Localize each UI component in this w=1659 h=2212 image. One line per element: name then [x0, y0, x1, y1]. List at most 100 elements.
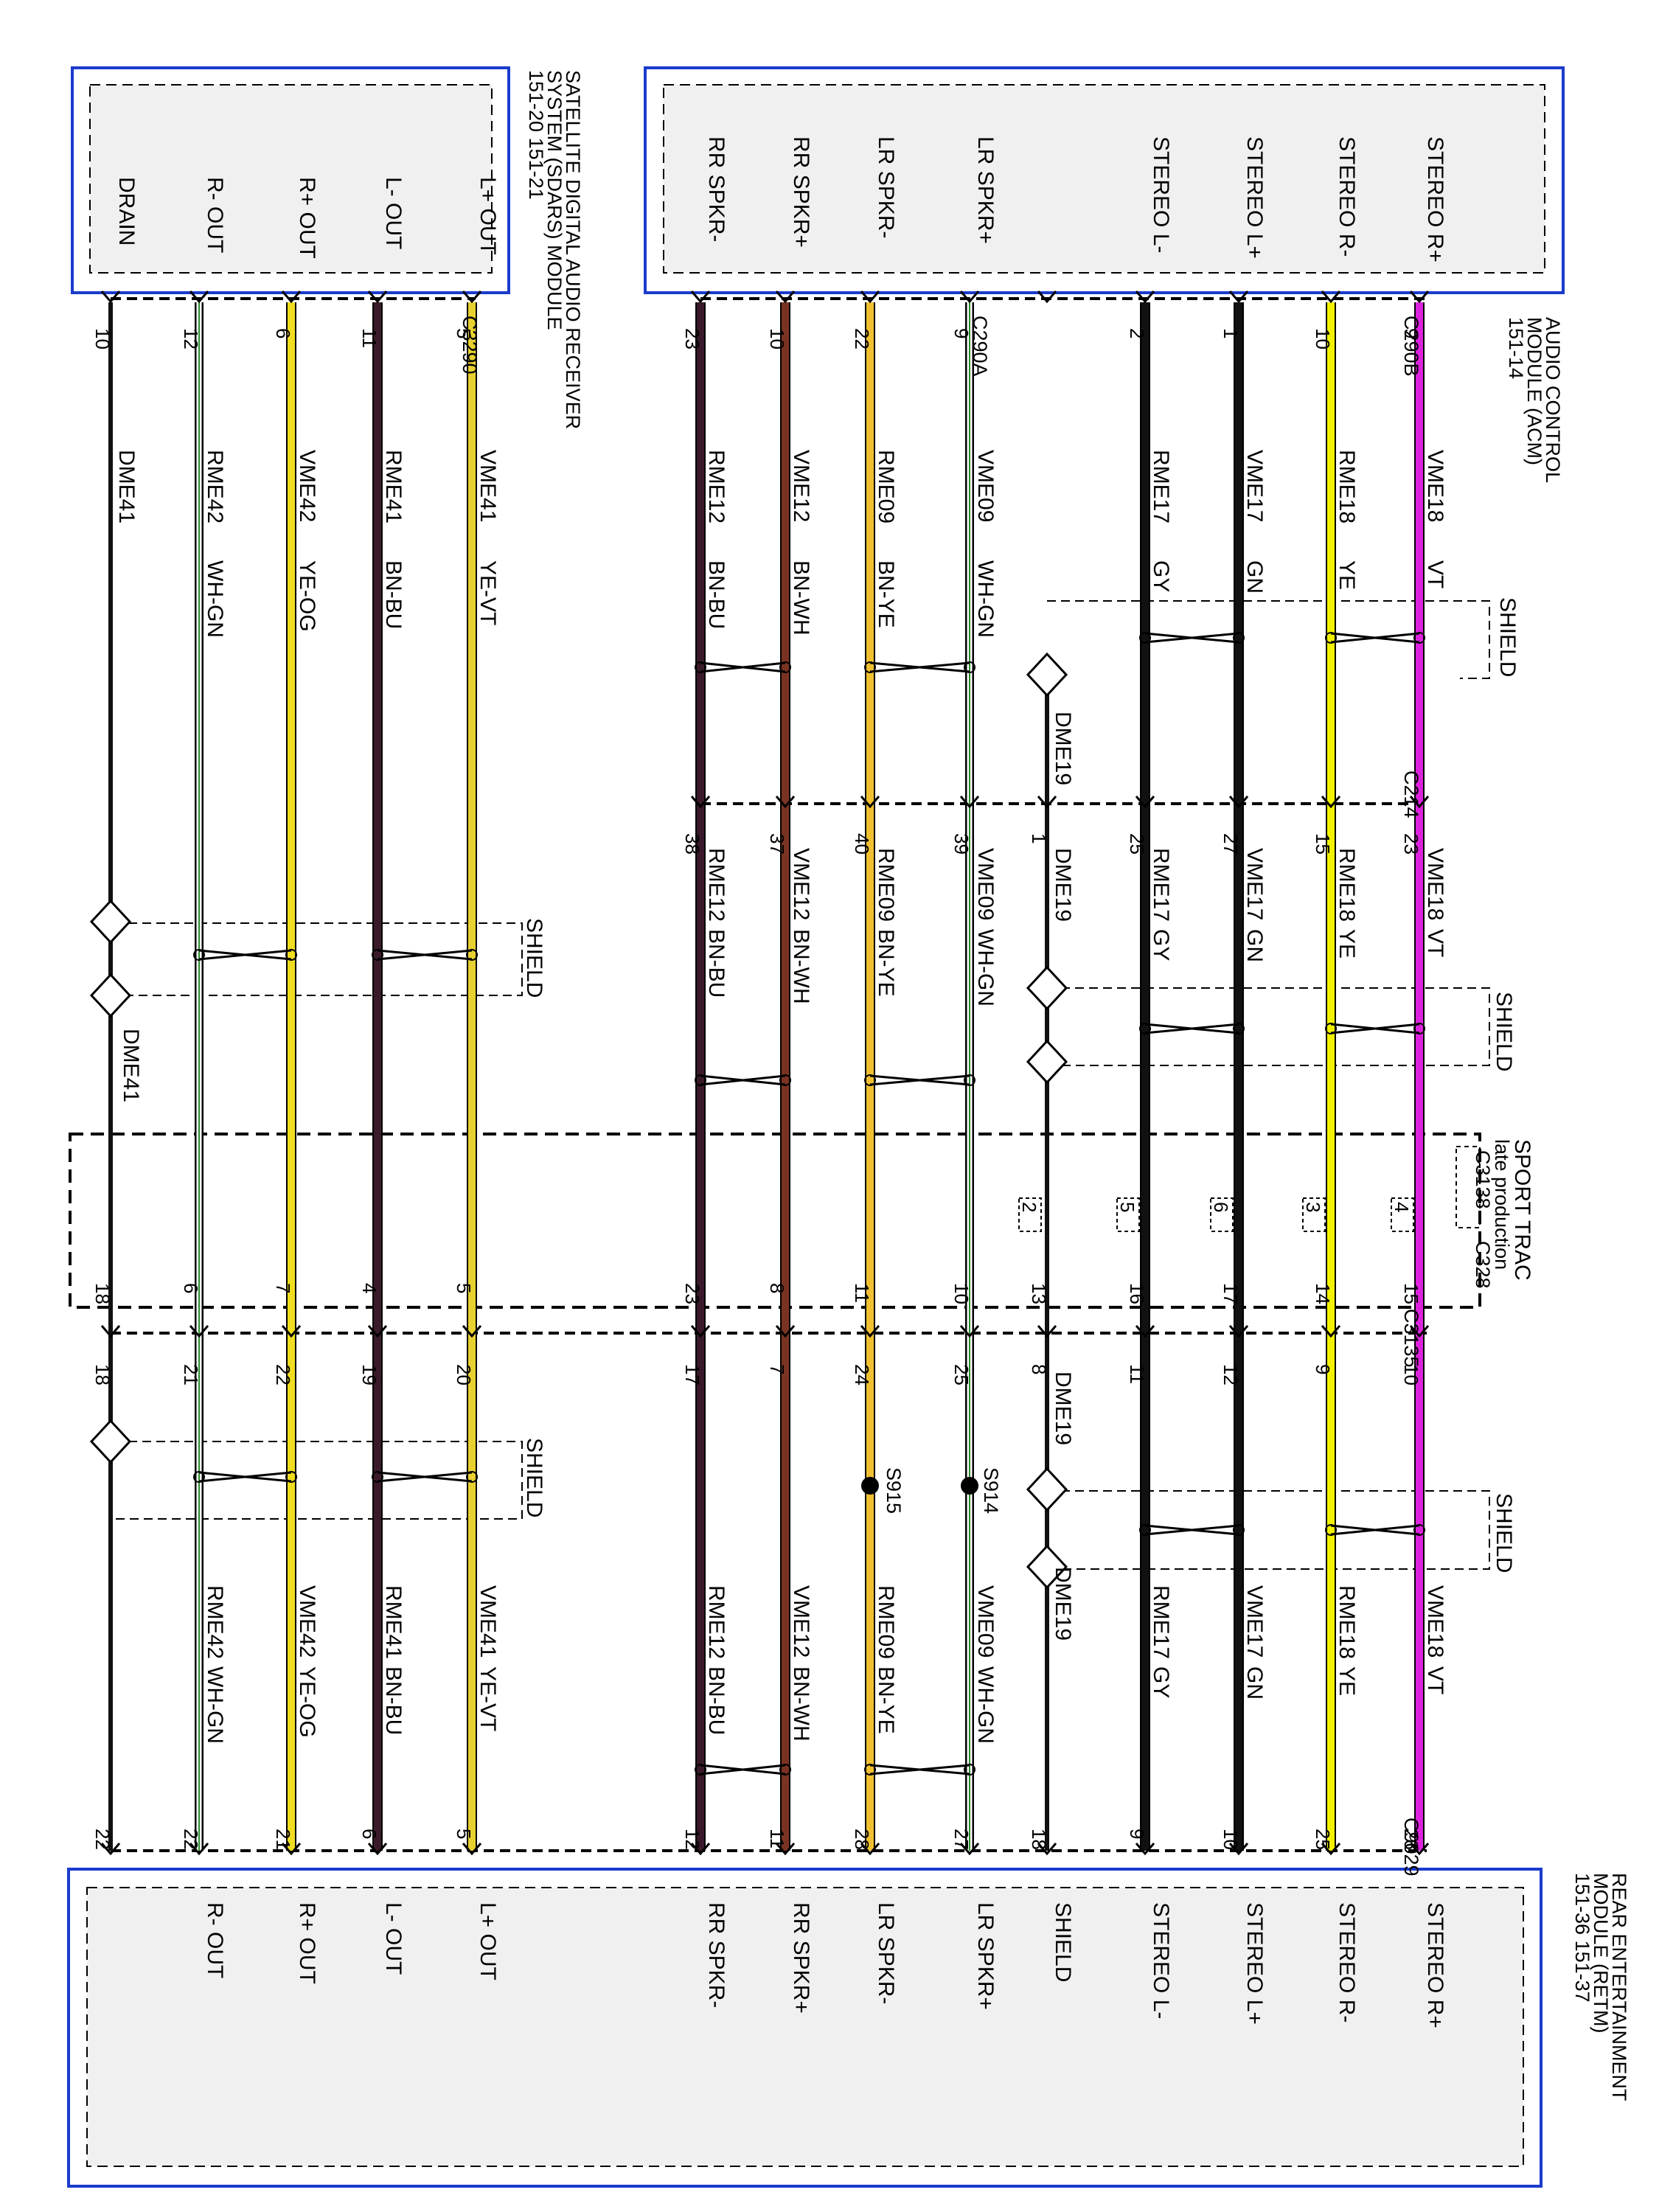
pin-vme42-0: 6: [272, 328, 294, 338]
sdars-title-1: SATELLITE DIGITAL AUDIO RECEIVER: [562, 70, 584, 429]
color-rme17-2: GY: [1149, 1666, 1173, 1698]
connector-arrow: [690, 291, 711, 304]
circuit-rme12-2: RME12: [704, 1585, 728, 1659]
pin-vme12-3: 7: [766, 1364, 788, 1374]
circuit-rme41-0: RME41: [381, 450, 406, 524]
retm-pin-6: LR SPKR-: [874, 1902, 898, 2004]
twist-top-1-end-b: [1139, 632, 1151, 644]
retm-pin-5: LR SPKR+: [973, 1902, 998, 2010]
color-vme18-0: VT: [1423, 560, 1447, 588]
shield-label-1: SHIELD: [1495, 597, 1520, 677]
retm-pin-10: L- OUT: [381, 1902, 406, 1975]
pin-rme18-3: 9: [1312, 1364, 1334, 1374]
twist-sd-low-0-end-a: [466, 1471, 478, 1483]
connector-arrow: [1037, 1843, 1057, 1856]
pin-vme09-4: 27: [950, 1829, 973, 1850]
sdars-module-inner: [89, 84, 493, 274]
c3138-bracket: [1455, 1146, 1481, 1228]
pin-rme41-4: 6: [358, 1829, 380, 1839]
pin-dme19-1: 1: [1028, 833, 1050, 844]
pin-rme17-3: 11: [1126, 1364, 1148, 1384]
connector-c214: C214: [1400, 771, 1422, 818]
twist-top-0-end-a: [1413, 632, 1425, 644]
splice-s914: [961, 1477, 978, 1495]
c3138-pin-0: 4: [1391, 1202, 1413, 1212]
retm-pin-8: RR SPKR-: [704, 1902, 728, 2008]
c328-label: C328: [1472, 1241, 1494, 1289]
retm-title-2: MODULE (RETM): [1590, 1873, 1612, 2034]
color-rme41-1: BN-BU: [381, 1666, 406, 1735]
connector-arrow: [1321, 1325, 1341, 1338]
twist-spkr-mid-0-end-b: [864, 1074, 876, 1086]
circuit-vme12-1: VME12: [789, 848, 813, 920]
twist-sd-mid-0-b: [377, 949, 473, 961]
color-vme12-0: BN-WH: [789, 560, 813, 636]
color-rme41-0: BN-BU: [381, 560, 406, 629]
pin-rme42-3: 21: [180, 1364, 202, 1385]
circuit-vme09-2: VME09: [973, 1585, 998, 1658]
shield-label-5: SHIELD: [522, 1438, 546, 1517]
color-vme18-1: VT: [1423, 929, 1447, 957]
pin-vme42-4: 21: [272, 1829, 294, 1850]
retm-module-inner: [86, 1887, 1524, 2167]
sdars-pin-3: R- OUT: [203, 177, 227, 253]
pin-rme18-2: 14: [1312, 1283, 1334, 1304]
pin-vme09-3: 25: [950, 1364, 973, 1385]
pin-rme09-2: 11: [851, 1283, 873, 1303]
connector-arrow: [1228, 1843, 1249, 1856]
pin-rme41-0: 11: [358, 328, 380, 348]
acm-title-1: AUDIO CONTROL: [1542, 317, 1564, 483]
pin-dme41-3: 18: [91, 1364, 114, 1385]
retm-title-1: REAR ENTERTAINMENT: [1608, 1873, 1630, 2101]
sdars-title-3: 151-20 151-21: [525, 70, 547, 200]
color-rme42-0: WH-GN: [203, 560, 227, 638]
color-rme17-0: GY: [1149, 560, 1173, 592]
twist-mid-0-end-b: [1325, 1023, 1337, 1034]
connector-arrow: [1321, 1843, 1341, 1856]
shield-label-3: SHIELD: [1492, 1493, 1516, 1573]
color-rme18-1: YE: [1335, 929, 1359, 959]
retm-pin-3: STEREO L-: [1149, 1902, 1173, 2019]
twist-spkr-top-0-end-a: [964, 661, 975, 673]
color-vme17-0: GN: [1242, 560, 1267, 594]
twist-sd-low-1-end-b: [193, 1471, 205, 1483]
twist-sd-mid-1-end-a: [285, 949, 297, 961]
twist-spkr-low-1-end-a: [779, 1764, 791, 1775]
pin-vme12-0: 10: [766, 328, 788, 349]
pin-vme18-2: 15: [1400, 1283, 1422, 1304]
circuit-vme17-1: VME17: [1242, 848, 1267, 920]
twist-sd-mid-0-end-b: [372, 949, 383, 961]
shield-ground-4: [1026, 1467, 1068, 1512]
pin-vme17-4: 10: [1220, 1829, 1242, 1850]
pin-dme41-4: 22: [91, 1829, 114, 1850]
connector-arrow: [100, 291, 121, 304]
twist-spkr-top-1-end-a: [779, 661, 791, 673]
connector-c3135: C3135: [1400, 1309, 1422, 1368]
retm-pin-9: L+ OUT: [476, 1902, 500, 1980]
color-rme42-1: WH-GN: [203, 1666, 227, 1744]
color-vme12-2: BN-WH: [789, 1666, 813, 1742]
color-vme18-2: VT: [1423, 1666, 1447, 1694]
connector-arrow: [1409, 1325, 1430, 1338]
pin-vme41-4: 5: [453, 1829, 475, 1839]
dme19-label-2: DME19: [1051, 1567, 1075, 1641]
twist-spkr-mid-0-end-a: [964, 1074, 975, 1086]
pin-rme41-3: 19: [358, 1364, 380, 1385]
color-vme17-2: GN: [1242, 1666, 1267, 1700]
connector-arrow: [860, 1325, 880, 1338]
color-vme09-2: WH-GN: [973, 1666, 998, 1744]
pin-vme18-4: 26: [1400, 1829, 1422, 1850]
circuit-vme17-2: VME17: [1242, 1585, 1267, 1658]
connector-arrow: [1409, 291, 1430, 304]
connector-arrow: [1135, 796, 1155, 809]
acm-title-2: MODULE (ACM): [1523, 317, 1545, 465]
connector-arrow: [189, 1325, 209, 1338]
color-vme17-1: GN: [1242, 929, 1267, 962]
connector-arrow: [367, 1325, 388, 1338]
splice-s915-label: S915: [883, 1467, 905, 1514]
connector-c290a: C290A: [969, 316, 991, 377]
acm-title-3: 151-14: [1505, 317, 1527, 379]
circuit-rme12-1: RME12: [704, 848, 728, 922]
acm-pin-0: STEREO R+: [1423, 136, 1447, 262]
